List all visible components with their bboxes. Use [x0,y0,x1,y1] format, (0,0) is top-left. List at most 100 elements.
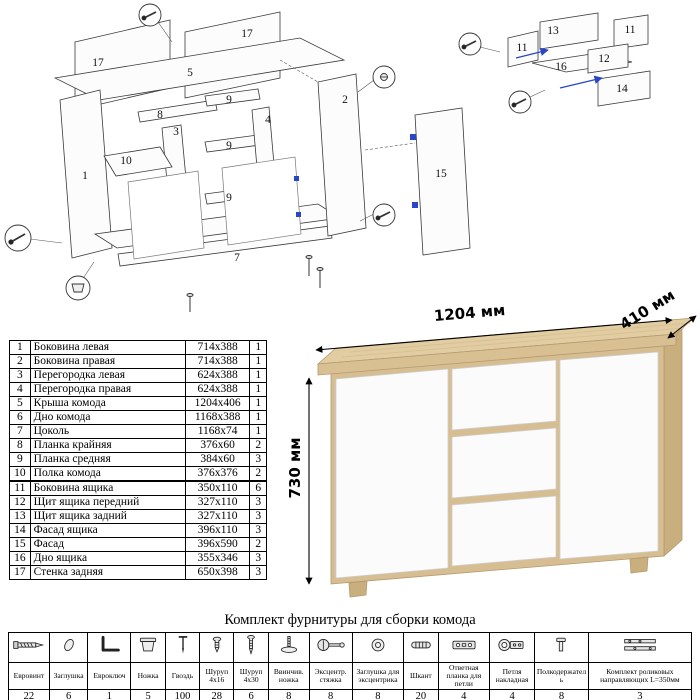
hardware-item-qty: 20 [403,689,439,700]
part-name: Крыша комода [29,396,186,411]
hinge-mark [294,176,299,181]
hardware-item-qty: 8 [351,689,405,700]
hardware-item-qty: 4 [437,689,491,700]
part-qty: 1 [249,354,267,369]
part-label-9: 9 [226,192,232,204]
part-label-11: 11 [624,24,635,36]
hardware-item-name: Комплект роликовых направляющих L=350мм [587,661,693,691]
hardware-item-name: Полкодержатель [534,661,589,691]
hardware-item-name: Эксцентр. стяжка [308,661,353,691]
part-label-11: 11 [516,42,527,54]
part-shape-drawer-back-13 [539,12,599,50]
product-render [316,317,696,598]
part-name: Боковина правая [29,354,186,369]
part-label-17: 17 [241,28,253,40]
hardware-table-row [8,632,693,663]
part-number: 5 [9,396,31,411]
dimension-height-label: 730 мм [286,437,304,498]
part-size: 384x60 [184,452,251,467]
detail-callouts [4,3,396,301]
dresser-drawer-3 [451,495,557,567]
alignment-line [364,142,416,151]
hinge-plate-icon [437,632,491,663]
part-name: Планка крайняя [29,438,186,453]
part-qty: 3 [249,509,267,524]
part-label-4: 4 [265,114,271,126]
part-size: 624x388 [184,368,251,383]
shelf-support-icon [534,632,589,663]
part-label-2: 2 [342,94,348,106]
part-shape-rail-9b [204,134,261,153]
part-number: 1 [9,340,31,355]
part-shape-right-side-2 [317,73,367,237]
dresser-left-door [335,368,449,579]
part-label-16: 16 [555,61,567,73]
part-number: 11 [9,480,31,496]
part-size: 355x346 [184,551,251,566]
hardware-item-name: Заглушка для эксцентрика [351,661,405,691]
part-name: Щит ящика задний [29,509,186,524]
part-name: Боковина ящика [29,480,186,496]
screw-4x30-icon [233,632,269,663]
part-size: 650x398 [184,565,251,580]
hardware-item-qty: 28 [199,689,235,700]
drawer-assembly-diagram: 13 11 11 12 16 14 [458,12,651,114]
dimension-width-label: 1204 мм [433,301,506,325]
hinge-mark [410,134,416,140]
part-label-10: 10 [120,155,132,167]
part-shape-top-5 [53,37,346,101]
part-shape-rail-9a [204,88,261,107]
screw-4x16-icon [199,632,235,663]
hardware-item-qty: 4 [489,689,536,700]
hardware-item-name: Шкант [403,661,439,691]
part-shape-rail-8 [137,99,218,123]
part-name: Фасад ящика [29,523,186,538]
hardware-item-name: Шуруп 4x16 [199,661,235,691]
part-size: 376x376 [184,466,251,482]
nail-icon [164,632,201,663]
dresser-drawer-1 [451,359,557,431]
part-qty: 3 [249,565,267,580]
part-number: 12 [9,495,31,510]
screw-detail [186,255,324,312]
part-label-9: 9 [226,94,232,106]
hardware-item-qty: 5 [130,689,166,700]
part-qty: 3 [249,551,267,566]
dresser-leg [629,556,649,574]
part-name: Полка комода [29,466,186,482]
part-number: 17 [9,565,31,580]
part-label-5: 5 [187,67,193,79]
part-size: 1168x388 [184,410,251,425]
hinge-mark [296,212,301,217]
part-qty: 1 [249,396,267,411]
part-number: 2 [9,354,31,369]
part-qty: 2 [249,438,267,453]
part-number: 10 [9,466,31,482]
part-size: 624x388 [184,382,251,397]
part-size: 327x110 [184,495,251,510]
part-qty: 1 [249,410,267,425]
part-qty: 3 [249,452,267,467]
cam-cap-icon [351,632,405,663]
alignment-line [279,59,319,83]
part-size: 1168x74 [184,424,251,439]
part-qty: 3 [249,495,267,510]
part-qty: 2 [249,466,267,482]
hardware-item-qty: 6 [48,689,89,700]
